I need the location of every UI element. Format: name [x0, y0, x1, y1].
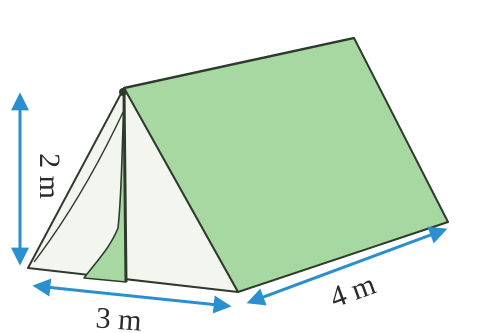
- length-label: 4 m: [326, 268, 380, 315]
- tent-ridge: [123, 36, 355, 90]
- width-arrow: [32, 278, 232, 314]
- width-label: 3 m: [95, 301, 143, 333]
- height-label: 2 m: [33, 153, 66, 199]
- ridge-knot: [119, 88, 127, 96]
- tent-door: [83, 91, 127, 283]
- door-edge: [122, 89, 128, 283]
- door-flap-curve: [33, 109, 125, 263]
- length-arrow: [246, 226, 448, 306]
